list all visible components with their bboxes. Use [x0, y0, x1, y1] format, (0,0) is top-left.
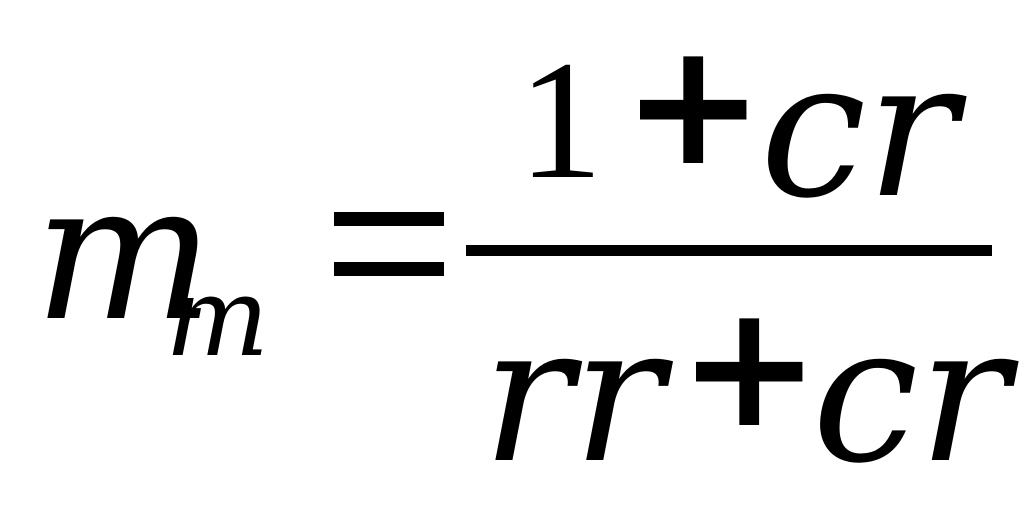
numerator-term: cr — [760, 19, 958, 240]
equals-sign-bottom-bar — [334, 262, 444, 276]
math-formula: m m 1 + cr rr + cr — [34, 6, 1010, 505]
lhs-variable: m — [34, 142, 215, 363]
numerator-constant: 1 — [518, 26, 603, 214]
equals-sign-top-bar — [334, 212, 444, 226]
denominator-term-2: cr — [812, 284, 1010, 505]
denominator-plus-sign: + — [678, 268, 821, 466]
denominator-term-1: rr — [482, 284, 664, 505]
numerator-plus-sign: + — [622, 6, 765, 204]
fraction-bar — [466, 245, 992, 256]
lhs-subscript: m — [165, 253, 270, 381]
